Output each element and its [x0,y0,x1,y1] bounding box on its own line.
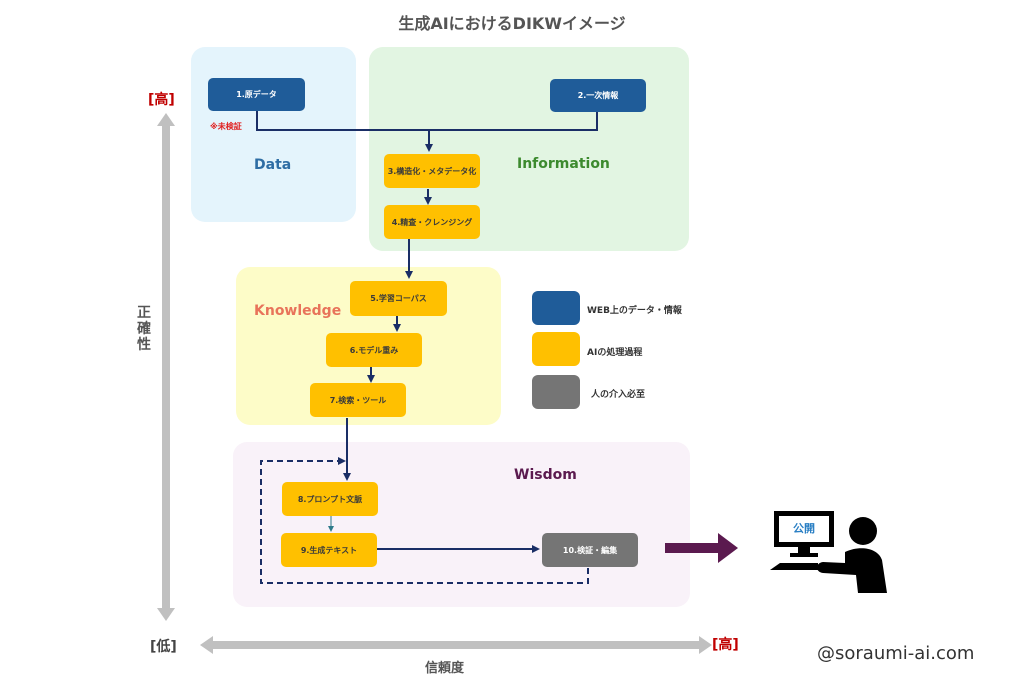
node-8-prompt-context: 8.プロンプト文脈 [282,482,378,516]
y-axis-arrow-top [157,113,175,126]
x-axis-arrow-right [699,636,712,654]
node-7-search-tools: 7.検索・ツール [310,383,406,417]
x-axis-high-mark: [高] [712,637,739,653]
legend-swatch-ai [532,332,580,366]
publish-arrow [665,533,738,563]
y-axis-arrow-bottom [157,608,175,621]
screen-label-publish: 公開 [793,522,815,535]
unverified-note: ※未検証 [210,122,242,131]
legend-label-ai: AIの処理過程 [587,348,643,358]
node-10-verify-edit: 10.検証・編集 [542,533,638,567]
node-5-corpus: 5.学習コーパス [350,281,447,316]
region-data [191,47,356,222]
y-axis-high-mark: [高] [148,92,175,108]
connector-1-merge [256,111,598,131]
x-axis-arrow-left [200,636,213,654]
node-1-raw-data: 1.原データ [208,78,305,111]
node-9-generated-text: 9.生成テキスト [281,533,377,567]
node-2-primary-info: 2.一次情報 [550,79,646,112]
legend-swatch-human [532,375,580,409]
region-label-information: Information [517,156,610,172]
node-3-structuring: 3.構造化・メタデータ化 [384,154,480,188]
region-label-data: Data [254,157,292,173]
region-wisdom [233,442,690,607]
node-6-model-weights: 6.モデル重み [326,333,422,367]
region-label-wisdom: Wisdom [514,467,577,483]
x-axis-label: 信頼度 [425,661,465,676]
x-axis-low-mark: [低] [150,639,177,655]
diagram-title: 生成AIにおけるDIKWイメージ [398,14,626,33]
legend-swatch-web [532,291,580,325]
legend-label-human: 人の介入必至 [591,390,646,400]
feedback-loop [260,457,589,584]
legend-label-web: WEB上のデータ・情報 [587,306,682,316]
node-4-cleansing: 4.精査・クレンジング [384,205,480,239]
y-axis-label: 正確性 [137,305,151,353]
watermark: @soraumi-ai.com [817,643,975,664]
region-label-knowledge: Knowledge [254,303,342,319]
